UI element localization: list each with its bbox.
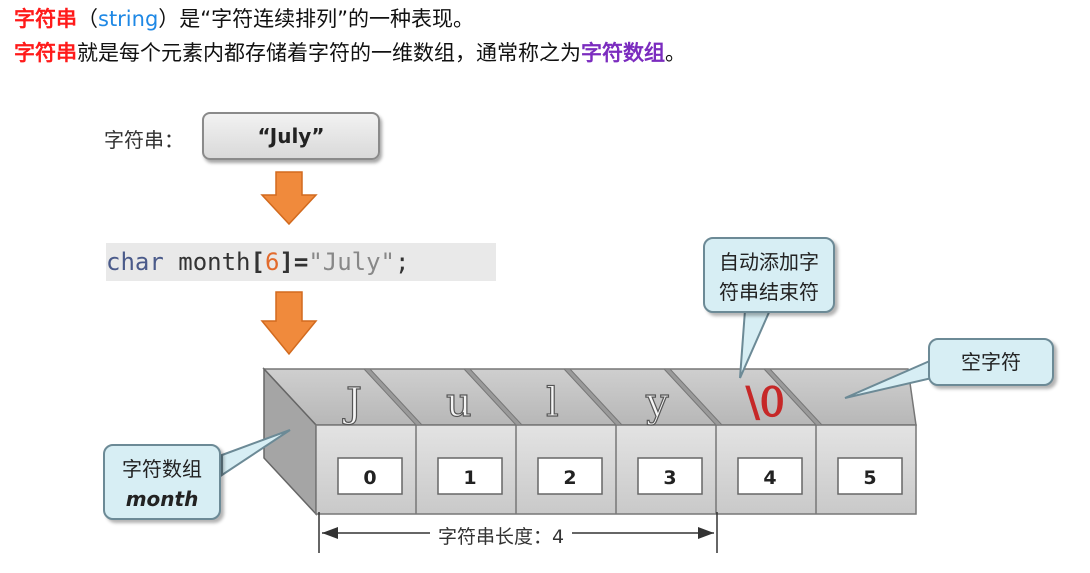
term-char-array: 字符数组 (581, 41, 665, 65)
callout-null-char: 空字符 (928, 338, 1054, 386)
paren-close: ） (158, 7, 180, 31)
cell-index-box (537, 457, 603, 495)
cell-index-box (437, 457, 503, 495)
intro-text-1: 是“字符连续排列”的一种表现。 (179, 7, 475, 31)
callout-pointer-terminator (739, 309, 772, 379)
cell-index: 5 (863, 467, 876, 489)
code-literal: "July" (308, 248, 396, 276)
intro-line-1: 字符串（string）是“字符连续排列”的一种表现。 (14, 6, 474, 32)
callout-pointer-array (221, 429, 291, 477)
cell-index-box (837, 457, 903, 495)
code-rbracket: ] (279, 248, 294, 276)
string-label: 字符串： (104, 128, 184, 152)
callout-array-line2: month (125, 487, 199, 511)
cell-index-box (637, 457, 703, 495)
cell-index-box (737, 457, 803, 495)
callout-terminator-line1: 自动添加字 (719, 250, 819, 274)
code-line: char month[6]="July"; (106, 243, 496, 281)
cell-divider (762, 368, 824, 426)
cell-index-box (337, 457, 403, 495)
cell-index: 3 (663, 467, 676, 489)
term-string: 字符串 (14, 7, 77, 31)
paren-open: （ (77, 7, 98, 31)
intro-line-2: 字符串就是每个元素内都存储着字符的一维数组，通常称之为字符数组。 (14, 40, 686, 66)
term-english: string (98, 7, 159, 31)
cell-char: y (645, 380, 669, 426)
callout-array: 字符数组 month (103, 444, 221, 520)
down-arrow-icon (260, 291, 318, 356)
cell-char: \0 (746, 380, 785, 426)
cell-char: u (446, 380, 472, 426)
string-value-box: “July” (202, 112, 380, 160)
cell-char: l (546, 380, 559, 426)
length-label: 字符串长度：4 (430, 522, 573, 549)
cell-divider (562, 368, 624, 426)
cell-char: J (342, 380, 362, 426)
cell-index: 2 (563, 467, 576, 489)
term-string-2: 字符串 (14, 41, 77, 65)
callout-terminator: 自动添加字 符串结束符 (703, 237, 835, 313)
down-arrow-icon (260, 171, 318, 226)
cell-divider (662, 368, 724, 426)
code-size: 6 (264, 248, 280, 276)
callout-terminator-line2: 符串结束符 (719, 280, 819, 304)
cell-index: 1 (463, 467, 476, 489)
code-type: char (106, 248, 164, 276)
intro-text-2: 就是每个元素内都存储着字符的一维数组，通常称之为 (77, 41, 581, 65)
dimension-arrow-left-icon (322, 527, 338, 539)
code-equals: = (293, 248, 309, 276)
dimension-arrow-right-icon (698, 527, 714, 539)
cell-divider (362, 368, 424, 426)
code-name: month (163, 248, 251, 276)
cell-index: 4 (763, 467, 776, 489)
intro-end: 。 (665, 41, 686, 65)
code-lbracket: [ (250, 248, 265, 276)
code-semicolon: ; (395, 248, 410, 276)
callout-array-line1: 字符数组 (122, 457, 202, 481)
cell-divider (462, 368, 524, 426)
cell-index: 0 (363, 467, 376, 489)
